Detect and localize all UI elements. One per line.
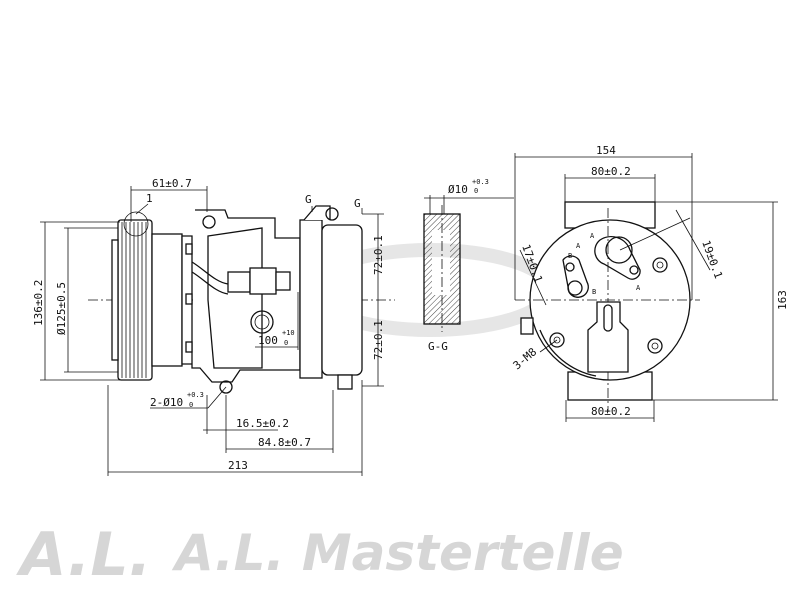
dim-upper-half: 72±0.1	[372, 235, 385, 275]
section-label: G-G	[428, 340, 448, 353]
connector	[227, 271, 251, 293]
part-label: 1	[146, 192, 153, 205]
dim-port: 100	[258, 334, 278, 347]
dim-port-tol-upper: +10	[282, 329, 295, 337]
dim-mount-tol-lower: 0	[189, 401, 193, 409]
dim-pulley-offset: 61±0.7	[152, 177, 192, 190]
clutch-plate	[151, 233, 183, 367]
dim-hole-tol-lower: 0	[474, 187, 478, 195]
dim-mount-holes: 2-Ø10	[150, 396, 183, 409]
dim-b: 84.8±0.7	[258, 436, 311, 449]
dim-port-a: 19±0.1	[699, 239, 725, 281]
dim-a: 16.5±0.2	[236, 417, 289, 430]
side-view: G G 1 61±0.7 136±0.2 Ø125±0.5 72±0.1 72±…	[32, 177, 395, 476]
watermark-initials: A.L.	[16, 520, 151, 590]
dim-height: 163	[776, 290, 789, 310]
mark-b: B	[592, 288, 596, 296]
dim-mount-tol-upper: +0.3	[187, 391, 204, 399]
rear-housing	[299, 205, 363, 390]
mark-b: B	[568, 252, 572, 260]
dim-top-mount: 80±0.2	[591, 165, 631, 178]
dim-length: 213	[228, 459, 248, 472]
dim-threads: 3-M8	[511, 345, 540, 372]
rear-view: A A A B B 154 80±0.2 80±0.2 163 19±0.1 1…	[511, 144, 789, 422]
section-mark-right: G	[354, 197, 361, 210]
watermark-logo: A.L. A.L. Mastertelle	[16, 243, 624, 590]
dim-hole-tol-upper: +0.3	[472, 178, 489, 186]
dim-port-tol-lower: 0	[284, 339, 288, 347]
compressor-body	[181, 209, 301, 394]
dim-hole: Ø10	[448, 183, 468, 196]
dim-width: 154	[596, 144, 616, 157]
dim-pulley-diameter: Ø125±0.5	[55, 282, 68, 335]
pulley	[111, 211, 153, 381]
mark-a: A	[636, 284, 641, 292]
mark-a: A	[576, 242, 581, 250]
section-view: Ø10 +0.3 0 G-G	[423, 178, 514, 353]
mark-a: A	[590, 232, 595, 240]
watermark-text: A.L. Mastertelle	[171, 524, 624, 582]
dim-bottom-mount: 80±0.2	[591, 405, 631, 418]
dim-height: 136±0.2	[32, 280, 45, 326]
dim-lower-half: 72±0.1	[372, 320, 385, 360]
section-mark-left: G	[305, 193, 312, 206]
